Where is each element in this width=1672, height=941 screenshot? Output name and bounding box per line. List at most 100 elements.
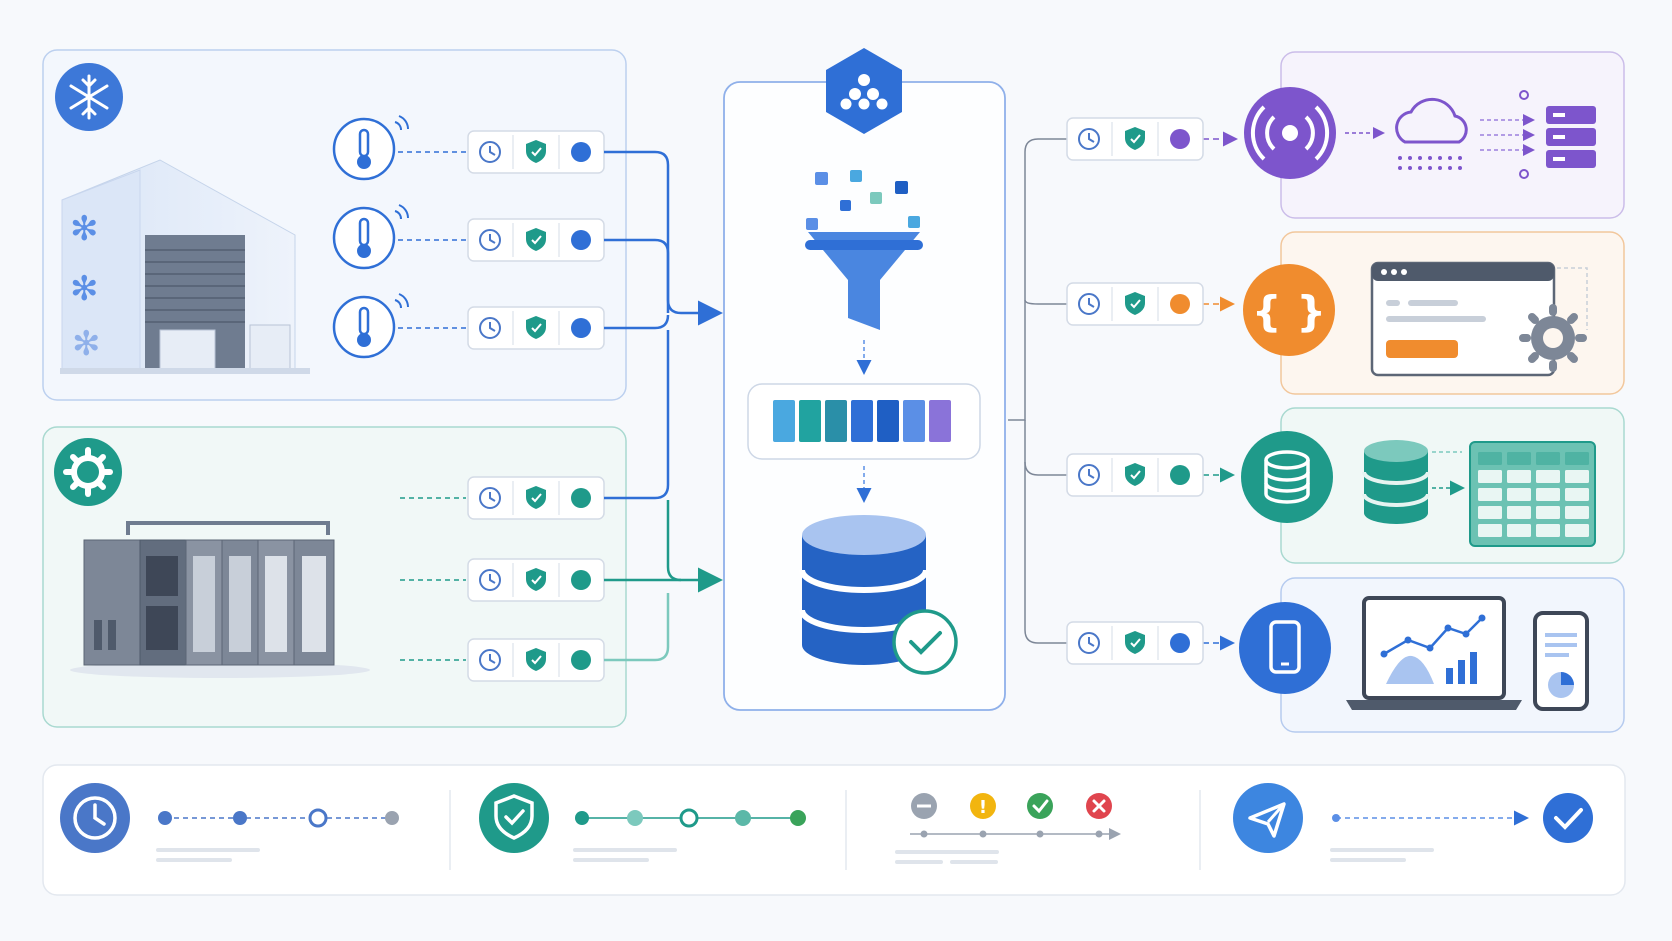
shield-check-icon [1125, 463, 1145, 486]
status-dot [571, 570, 591, 590]
tag-chip-out-3 [1066, 621, 1204, 665]
dashboard-devices-icon [1346, 596, 1589, 711]
clock-icon [479, 141, 501, 163]
legend-send-item [1233, 783, 1593, 862]
clock-icon [479, 229, 501, 251]
plc-rack-icon [70, 521, 370, 678]
clock-icon [479, 649, 501, 671]
table-cell [1565, 524, 1589, 537]
warehouse-icon: ✻ ✻ ✻ [60, 159, 310, 374]
output-api-panel: { } [1243, 231, 1625, 395]
clock-icon [479, 487, 501, 509]
source-tag-chips [467, 130, 605, 682]
hexagon-cluster-icon [826, 48, 902, 134]
processing-hub [723, 48, 1006, 711]
tag-chip-out-1 [1066, 282, 1204, 326]
svg-text:!: ! [979, 797, 987, 818]
legend-shield-item [479, 783, 806, 862]
output-connectors [1008, 131, 1238, 651]
delivered-check-icon [1543, 793, 1593, 843]
table-cell [1507, 524, 1531, 537]
status-dot [1170, 465, 1190, 485]
output-tag-chips [1066, 117, 1204, 665]
snowflake-glyph [69, 74, 109, 120]
table-cell [1478, 452, 1502, 465]
tag-chip-4 [467, 558, 605, 602]
queue-segment [851, 400, 873, 442]
svg-text:{ }: { } [1252, 287, 1326, 336]
tag-chip-out-2 [1066, 453, 1204, 497]
web-app-settings-icon [1370, 261, 1588, 377]
queue-segment [877, 400, 899, 442]
queue-segment [929, 400, 951, 442]
shield-check-icon [526, 648, 546, 671]
table-cell [1536, 524, 1560, 537]
tag-chip-2 [467, 306, 605, 350]
status-dot [571, 230, 591, 250]
shield-check-icon [526, 486, 546, 509]
tag-chip-3 [467, 476, 605, 520]
table-cell [1536, 470, 1560, 483]
queue-icon [747, 383, 981, 460]
legend-status-item: ! [895, 793, 1121, 864]
queue-segment [825, 400, 847, 442]
table-cell [1565, 452, 1589, 465]
code-braces-icon [1243, 264, 1335, 356]
thermometer-sensor-1 [332, 115, 409, 181]
shield-check-icon [526, 316, 546, 339]
status-dot [1170, 129, 1190, 149]
funnel-icon [805, 170, 923, 330]
clock-icon [479, 569, 501, 591]
database-table-icon [1362, 440, 1596, 547]
table-cell [1478, 488, 1502, 501]
shield-check-icon [526, 568, 546, 591]
table-cell [1507, 452, 1531, 465]
shield-check-icon [479, 783, 549, 853]
shield-check-icon [1125, 292, 1145, 315]
table-cell [1507, 506, 1531, 519]
clock-icon [479, 317, 501, 339]
status-dot [571, 142, 591, 162]
clock-icon [1078, 632, 1100, 654]
database-check-icon [799, 515, 958, 675]
queue-segment [773, 400, 795, 442]
server-stack-icon [1546, 106, 1596, 168]
shield-check-icon [526, 228, 546, 251]
svg-text:✻: ✻ [70, 209, 99, 249]
table-cell [1536, 506, 1560, 519]
queue-segment [903, 400, 925, 442]
output-devices-panel [1239, 577, 1625, 733]
status-dot [1170, 294, 1190, 314]
table-cell [1478, 470, 1502, 483]
table-cell [1536, 452, 1560, 465]
cloud-icon [1395, 97, 1468, 144]
svg-text:✻: ✻ [72, 324, 101, 364]
clock-icon [1078, 128, 1100, 150]
table-cell [1536, 488, 1560, 501]
output-cloud-panel [1244, 51, 1625, 219]
status-dot [571, 318, 591, 338]
table-cell [1507, 488, 1531, 501]
tag-chip-out-0 [1066, 117, 1204, 161]
svg-text:✻: ✻ [70, 269, 99, 309]
table-cell [1565, 488, 1589, 501]
smartphone-icon [1239, 602, 1331, 694]
table-cell [1565, 470, 1589, 483]
shield-check-icon [1125, 631, 1145, 654]
status-dot [571, 650, 591, 670]
thermometer-sensor-2 [332, 204, 409, 270]
ok-status-icon [1027, 793, 1053, 819]
shield-check-icon [1125, 127, 1145, 150]
shield-check-icon [526, 140, 546, 163]
clock-icon [1078, 464, 1100, 486]
status-dot [1170, 633, 1190, 653]
tag-chip-0 [467, 130, 605, 174]
output-database-panel [1241, 407, 1625, 564]
table-cell [1565, 506, 1589, 519]
database-icon [1241, 431, 1333, 523]
queue-segment [799, 400, 821, 442]
table-cell [1507, 470, 1531, 483]
status-dot [571, 488, 591, 508]
status-legend-bar: ! [42, 764, 1626, 896]
